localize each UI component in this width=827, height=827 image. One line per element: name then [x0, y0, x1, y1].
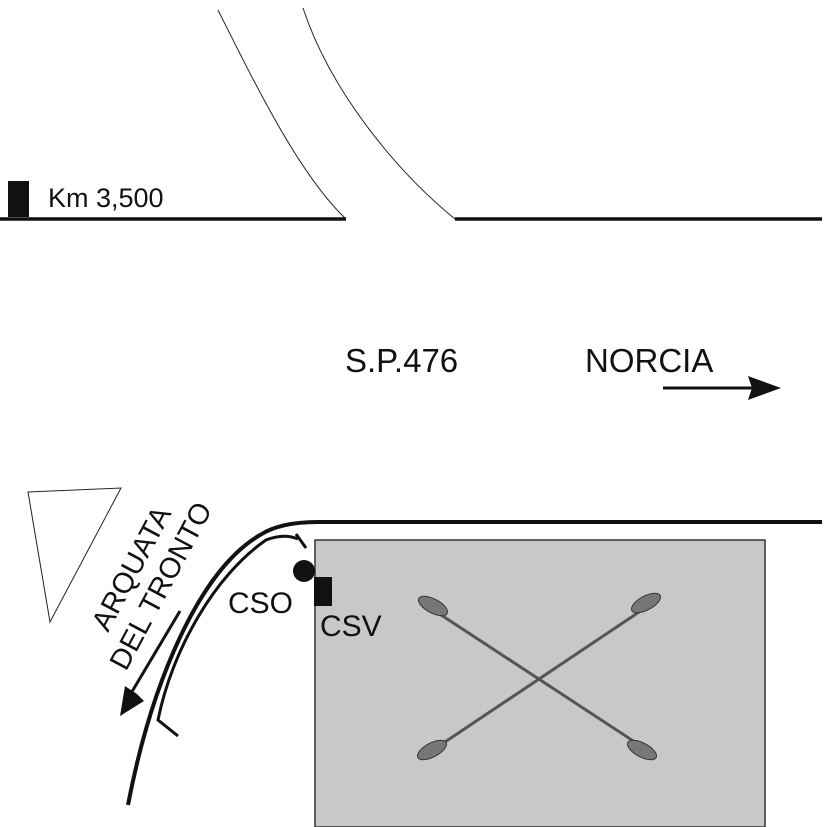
- side-road-edge-right: [302, 7, 456, 220]
- csv-label: CSV: [320, 610, 382, 643]
- arrow-down-left-icon: [120, 610, 182, 716]
- lower-road-edge: [126, 520, 822, 806]
- csv-marker-icon: [314, 577, 332, 606]
- direction-norcia-label: NORCIA: [585, 342, 713, 379]
- km-marker-icon: [8, 181, 29, 217]
- inner-curb-line: [156, 534, 299, 738]
- triangle-outline-icon: [27, 487, 122, 624]
- cso-marker-icon: [293, 560, 315, 582]
- side-road-edge-left: [217, 9, 347, 220]
- cross-icon: [416, 592, 662, 761]
- arrow-right-icon: [663, 376, 781, 400]
- km-marker-label: Km 3,500: [48, 183, 164, 213]
- cso-label: CSO: [228, 587, 293, 620]
- road-name-label: S.P.476: [345, 342, 458, 379]
- lot-area: [314, 539, 766, 827]
- curb-tick: [294, 533, 308, 549]
